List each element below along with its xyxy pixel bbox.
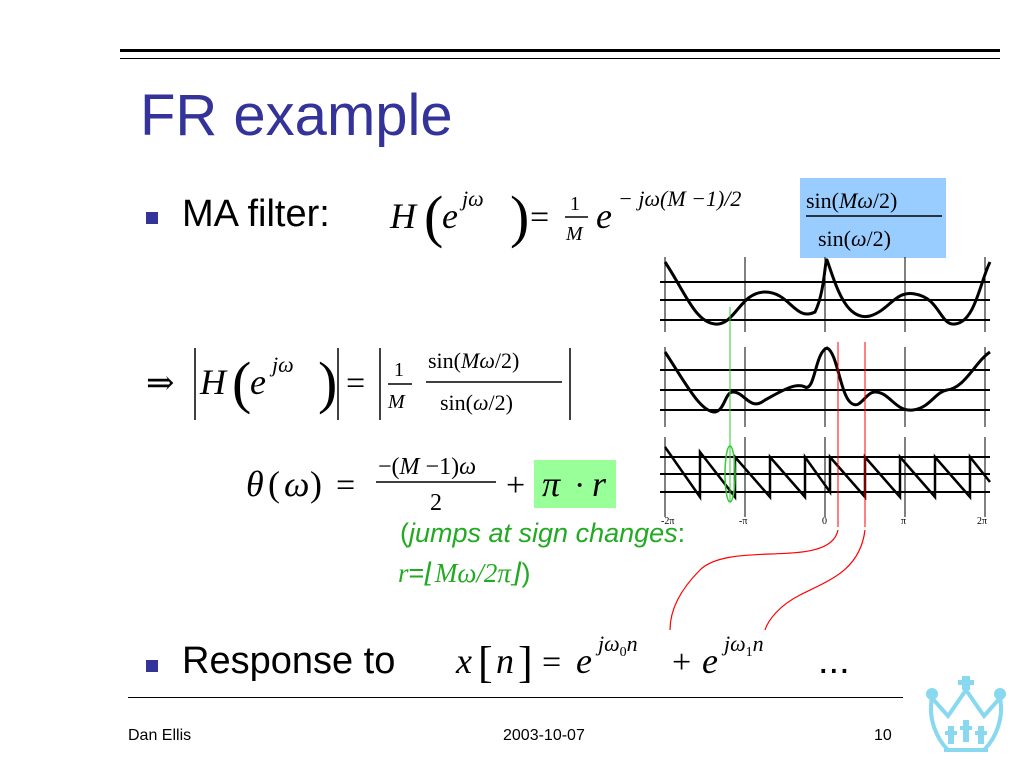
green-marker-ellipse (724, 445, 736, 503)
plot-tick-pi: π (901, 516, 906, 527)
svg-text:1: 1 (570, 193, 580, 215)
plot-tick-2pi: 2π (977, 516, 987, 527)
plot-tick-neg2pi: -2π (661, 516, 674, 527)
annotation-open-paren: ( (400, 518, 409, 548)
plot-magnitude-1 (660, 257, 992, 332)
crown-logo (926, 676, 1006, 752)
svg-text:e: e (576, 641, 592, 681)
svg-text:]: ] (518, 638, 533, 687)
svg-text:(: ( (424, 184, 443, 249)
bullet-response-to: Response to (182, 640, 396, 682)
svg-text:=: = (336, 467, 355, 504)
svg-text:e: e (250, 362, 266, 402)
svg-text:sin(ω/2): sin(ω/2) (440, 390, 513, 415)
annotation-line-2: r=⌊Mω/2π⌋) (398, 558, 530, 589)
annotation-line-1: (jumps at sign changes: (400, 518, 685, 549)
ellipsis: ... (818, 640, 850, 682)
plot-phase (660, 437, 991, 517)
plot-tick-0: 0 (822, 516, 827, 527)
svg-text:− jω(M −1)/2: − jω(M −1)/2 (618, 186, 741, 211)
header-rule-thick (120, 49, 1000, 52)
svg-text:H: H (389, 196, 418, 236)
equation-frequency-response: H ( e jω ) = 1 M e − jω(M −1)/2 sin(Mω/2… (389, 178, 946, 258)
equation-phase: θ ( ω ) = −(M −1)ω 2 + π · r (246, 454, 616, 516)
response-plots: -2π -π 0 π 2π (660, 257, 992, 527)
annotation-eq: = (408, 558, 425, 588)
svg-text:n: n (496, 641, 514, 681)
svg-text:+: + (672, 644, 691, 681)
bullet-ma-filter: MA filter: (182, 193, 330, 235)
svg-text:−(M −1)ω: −(M −1)ω (378, 454, 476, 480)
svg-text:jω: jω (269, 352, 294, 377)
svg-text:e: e (596, 196, 612, 236)
svg-text:): ) (318, 350, 337, 415)
svg-text:sin(Mω/2): sin(Mω/2) (428, 348, 519, 373)
svg-text:1: 1 (394, 359, 404, 381)
equation-magnitude: ⇒ H ( e jω ) = 1 M sin(Mω/2) sin(ω/2) (146, 348, 571, 420)
header-rule-thin (120, 58, 1000, 59)
svg-text:sin(ω/2): sin(ω/2) (818, 226, 891, 251)
red-connector-curves (669, 529, 866, 631)
svg-text:θ: θ (246, 464, 264, 504)
svg-text:=: = (346, 365, 365, 402)
annotation-r: r (398, 558, 409, 588)
svg-text:π: π (542, 464, 561, 504)
svg-text:e: e (442, 196, 458, 236)
svg-text:jω0n: jω0n (595, 631, 638, 660)
green-highlight-box (534, 460, 616, 508)
plot-tick-negpi: -π (739, 516, 747, 527)
svg-text:·: · (574, 467, 585, 504)
annotation-floor-expr: ⌊Mω/2π⌋ (424, 558, 522, 588)
svg-text:M: M (387, 391, 406, 413)
svg-text:e: e (702, 641, 718, 681)
svg-text:jω1n: jω1n (721, 631, 764, 660)
svg-text:=: = (542, 644, 561, 681)
footer-page-number: 10 (874, 727, 892, 744)
footer-author: Dan Ellis (128, 727, 192, 744)
svg-text:x: x (455, 641, 472, 681)
svg-text:M: M (565, 223, 584, 245)
equation-input-signal: x [ n ] = e jω0n + e jω1n (455, 631, 764, 687)
footer-date: 2003-10-07 (503, 727, 585, 744)
footer-rule (128, 697, 903, 698)
svg-text:+: + (506, 467, 525, 504)
svg-text:ω: ω (284, 464, 309, 504)
annotation-jumps-text: jumps at sign changes (409, 518, 678, 548)
bullet-square-2 (146, 660, 158, 672)
svg-text:r: r (592, 464, 607, 504)
blue-highlight-box (800, 178, 946, 258)
svg-text:2: 2 (430, 490, 442, 516)
annotation-close-paren: ) (521, 558, 531, 588)
annotation-colon: : (677, 518, 686, 548)
svg-text:(: ( (232, 350, 251, 415)
svg-text:=: = (530, 199, 549, 236)
svg-text:(: ( (268, 464, 280, 504)
svg-text:sin(Mω/2): sin(Mω/2) (806, 188, 897, 213)
bullet-square-1 (146, 212, 158, 224)
svg-text:⇒: ⇒ (146, 365, 175, 402)
svg-text:): ) (510, 184, 529, 249)
plot-magnitude-2 (660, 346, 991, 427)
svg-text:jω: jω (459, 186, 484, 211)
svg-text:[: [ (478, 638, 493, 687)
svg-text:): ) (310, 464, 322, 504)
slide-title: FR example (140, 83, 453, 148)
svg-text:H: H (199, 362, 228, 402)
